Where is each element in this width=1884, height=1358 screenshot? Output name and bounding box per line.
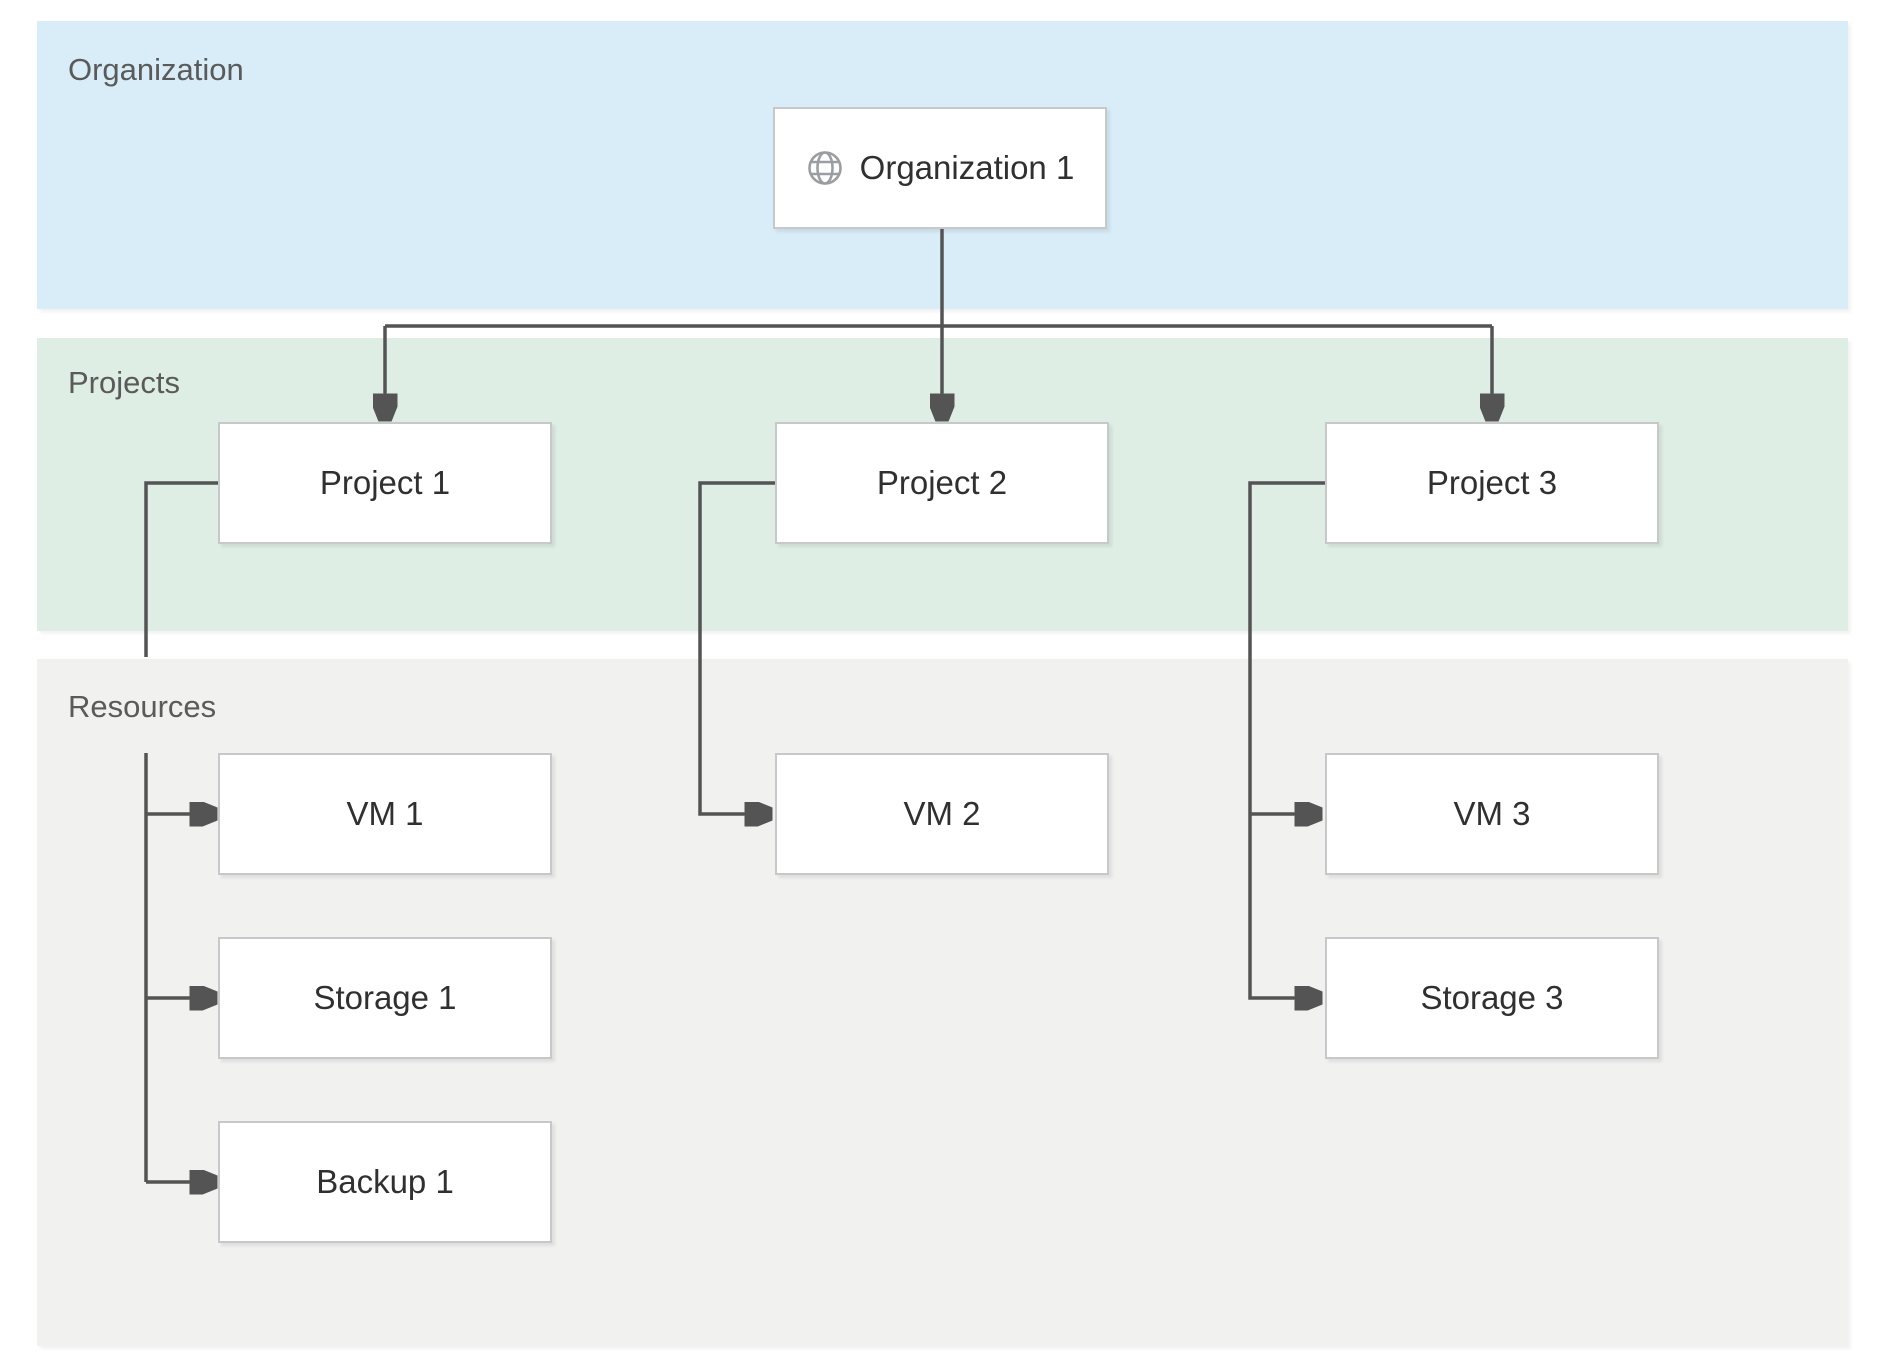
node-label: Project 3 — [1426, 464, 1558, 501]
node-label: Project 2 — [876, 464, 1008, 501]
node-backup-1[interactable]: Backup 1 — [218, 1121, 552, 1243]
node-label: VM 2 — [903, 795, 981, 832]
node-label: Storage 1 — [313, 979, 457, 1016]
node-label: Backup 1 — [316, 1163, 454, 1200]
node-vm-1[interactable]: VM 1 — [218, 753, 552, 875]
globe-icon — [807, 151, 842, 185]
node-organization-1[interactable]: Organization 1 — [773, 107, 1107, 229]
node-project-3[interactable]: Project 3 — [1325, 422, 1659, 544]
node-project-2[interactable]: Project 2 — [775, 422, 1109, 544]
node-label: Project 1 — [319, 464, 451, 501]
node-label: VM 3 — [1453, 795, 1531, 832]
node-storage-1[interactable]: Storage 1 — [218, 937, 552, 1059]
node-storage-3[interactable]: Storage 3 — [1325, 937, 1659, 1059]
node-vm-3[interactable]: VM 3 — [1325, 753, 1659, 875]
node-vm-2[interactable]: VM 2 — [775, 753, 1109, 875]
band-label-projects: Projects — [68, 365, 180, 400]
band-label-resources: Resources — [68, 689, 217, 724]
node-label: Storage 3 — [1420, 979, 1564, 1016]
node-project-1[interactable]: Project 1 — [218, 422, 552, 544]
node-label: Organization 1 — [859, 149, 1075, 186]
band-label-organization: Organization — [68, 52, 244, 87]
node-label: VM 1 — [346, 795, 424, 832]
